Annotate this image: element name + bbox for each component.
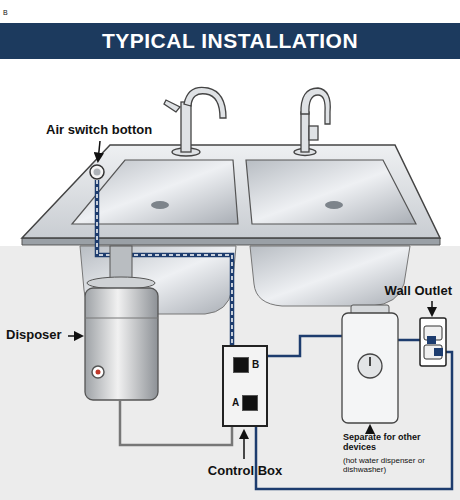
tank-dial: [358, 354, 382, 378]
wall-outlet-label: Wall Outlet: [385, 284, 452, 298]
disposer-label: Disposer: [6, 328, 62, 342]
disposer: [85, 246, 158, 400]
disposer-seam: [85, 318, 158, 319]
title-band: TYPICAL INSTALLATION: [0, 23, 460, 59]
disposer-neck: [110, 246, 132, 280]
wall-outlet: [420, 318, 446, 366]
outlet-plate: [420, 318, 446, 366]
disposer-cord: [120, 400, 232, 445]
tank-arrow: [369, 426, 371, 431]
socket-letter: B: [252, 360, 259, 370]
air-switch-arrow: [98, 141, 100, 161]
faucet-handle: [164, 100, 180, 112]
control-box-arrow: [243, 431, 245, 459]
faucet-spout: [184, 87, 226, 118]
air-switch-cap: [94, 169, 101, 176]
air-switch-button: [90, 165, 104, 179]
hot-faucet-body: [301, 112, 309, 152]
corner-mark: B: [3, 9, 8, 17]
right-basin: [246, 160, 416, 224]
socket-a: A: [228, 394, 259, 412]
plug-a: [427, 336, 436, 344]
disposer-arrow: [68, 335, 82, 337]
disposer-logo-dot: [96, 370, 101, 375]
counter-edge: [22, 238, 440, 245]
disposer-logo: [92, 366, 104, 378]
hot-water-faucet: [294, 88, 330, 156]
faucet: [164, 87, 226, 156]
air-switch-label: Air switch botton: [46, 123, 152, 137]
tank-dial-pointer: [369, 357, 371, 366]
sink-rim: [22, 145, 440, 238]
disposer-body: [85, 288, 158, 400]
outlet-socket-bottom: [424, 345, 442, 359]
hot-faucet-lever: [309, 126, 318, 140]
socket-letter: A: [232, 398, 239, 408]
wall-outlet-arrow: [431, 301, 433, 315]
tank-body: [342, 313, 398, 423]
control-box: Control BoxBA: [222, 345, 268, 427]
hot-faucet-spout: [301, 88, 330, 124]
hot-water-tank: [342, 305, 398, 423]
socket-square: [242, 395, 258, 411]
left-drain: [151, 201, 169, 209]
title-text: TYPICAL INSTALLATION: [102, 29, 358, 53]
disposer-flange: [87, 277, 155, 289]
plug-b: [434, 348, 443, 356]
right-drain: [325, 201, 343, 209]
socket-b: B: [232, 356, 263, 374]
devices-note-detail: (hot water dispenser or dishwasher): [343, 457, 443, 475]
control-box-label: Control Box: [208, 463, 282, 478]
faucet-body: [181, 102, 191, 152]
separate-devices-note: Separate for other devices: [343, 433, 435, 453]
dispenser-cord: [266, 336, 342, 356]
socket-square: [233, 357, 249, 373]
